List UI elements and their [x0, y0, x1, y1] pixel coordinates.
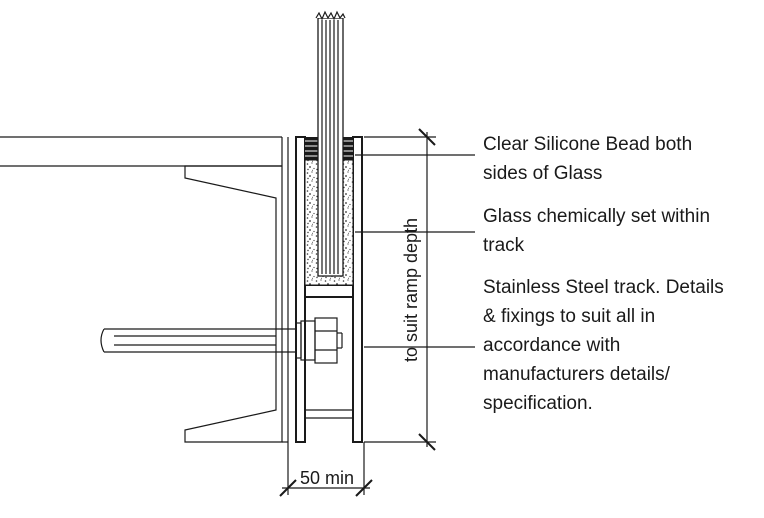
silicone-bead-note: Clear Silicone Bead both sides of Glass — [483, 134, 697, 184]
depth-dimension-label: to suit ramp depth — [401, 218, 421, 362]
depth-dimension — [364, 128, 436, 451]
anchor-bolt — [100, 317, 343, 364]
width-dimension — [279, 442, 373, 497]
pfc-channel — [184, 137, 289, 443]
leader-lines — [355, 154, 475, 348]
width-dimension-label: 50 min — [300, 468, 354, 488]
ramp-deck — [0, 136, 282, 167]
steel-track-note: Stainless Steel track. Details & fixings… — [483, 277, 729, 414]
chemical-set-note: Glass chemically set within track — [483, 206, 715, 256]
glass-panel — [315, 10, 346, 277]
